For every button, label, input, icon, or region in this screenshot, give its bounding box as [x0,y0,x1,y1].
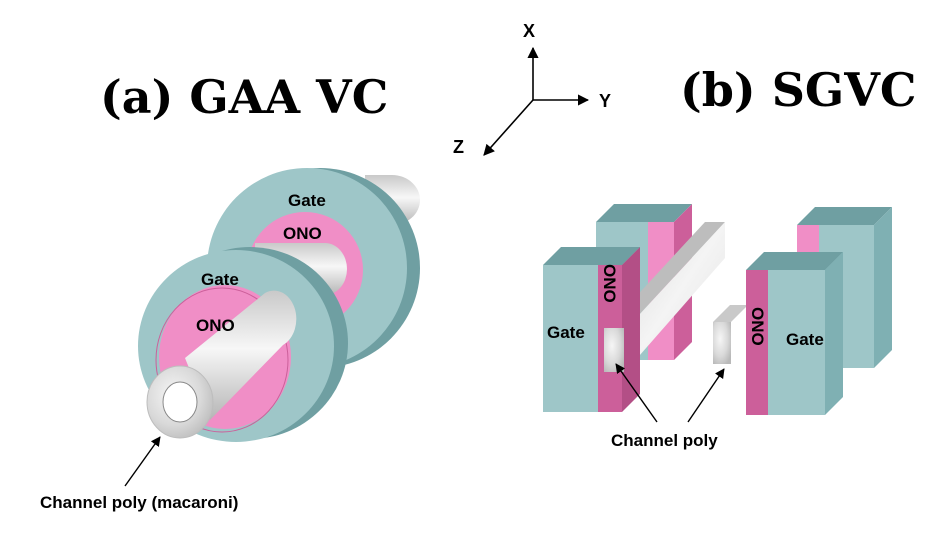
gaa-gate-back-label: Gate [288,191,326,210]
gaa-vc-diagram: Gate ONO Gate ONO Channel poly (macaroni… [40,168,420,512]
sgvc-diagram: ONO Gate ONO Gate Channel poly [543,204,892,450]
x-axis-label: X [523,21,535,41]
gaa-ono-back-label: ONO [283,224,322,243]
sgvc-gate-front-right [746,252,843,415]
y-axis-label: Y [599,91,611,111]
gaa-channel-label: Channel poly (macaroni) [40,493,238,512]
sgvc-ono-left-label: ONO [600,264,619,303]
sgvc-gate-front-left [543,247,640,412]
z-axis-arrow [483,99,534,156]
sgvc-gate-left-label: Gate [547,323,585,342]
gaa-channel-pointer [124,436,161,487]
title-sgvc: (b) SGVC [680,63,917,117]
sgvc-channel-right [713,305,748,364]
sgvc-channel-label: Channel poly [611,431,718,450]
sgvc-gate-right-label: Gate [786,330,824,349]
title-gaa-vc: (a) GAA VC [100,70,388,124]
gaa-ono-front-label: ONO [196,316,235,335]
sgvc-ono-right-label: ONO [748,307,767,346]
gaa-channel-front [185,290,297,420]
gaa-gate-front-label: Gate [201,270,239,289]
sgvc-channel-pointer-left [615,363,658,423]
sgvc-channel-left-slice [604,328,624,372]
gaa-macaroni-core [162,381,198,423]
sgvc-channel-pointer-right [687,368,725,423]
coordinate-axes: X Y Z [453,21,611,157]
z-axis-label: Z [453,137,464,157]
